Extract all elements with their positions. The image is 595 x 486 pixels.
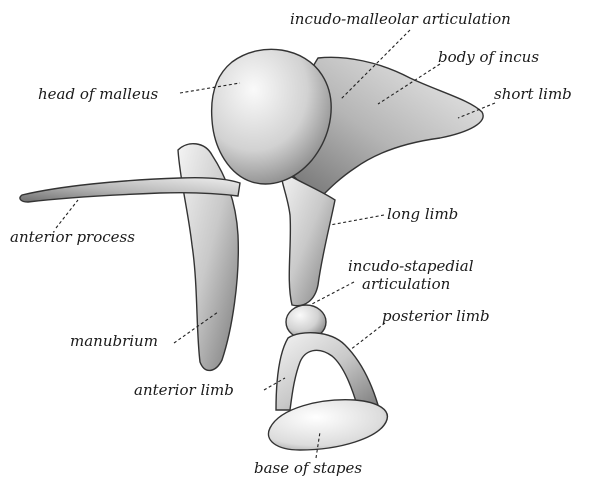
label-incudo-stapedial-1: incudo-stapedial: [348, 257, 474, 275]
label-short-limb: short limb: [494, 85, 572, 103]
label-incudo-malleolar: incudo-malleolar articulation: [290, 10, 511, 28]
leader-long-limb: [330, 215, 384, 225]
leader-posterior-limb: [350, 323, 385, 350]
label-manubrium: manubrium: [70, 332, 158, 350]
label-base-of-stapes: base of stapes: [254, 459, 362, 477]
label-posterior-limb: posterior limb: [382, 307, 490, 325]
label-long-limb: long limb: [387, 205, 458, 223]
leader-anterior-process: [56, 200, 78, 228]
label-anterior-process: anterior process: [10, 228, 135, 246]
label-incudo-stapedial-2: articulation: [362, 275, 450, 293]
stapes-arch-shape: [276, 333, 378, 410]
label-head-of-malleus: head of malleus: [38, 85, 159, 103]
label-body-of-incus: body of incus: [438, 48, 539, 66]
label-anterior-limb: anterior limb: [134, 381, 234, 399]
